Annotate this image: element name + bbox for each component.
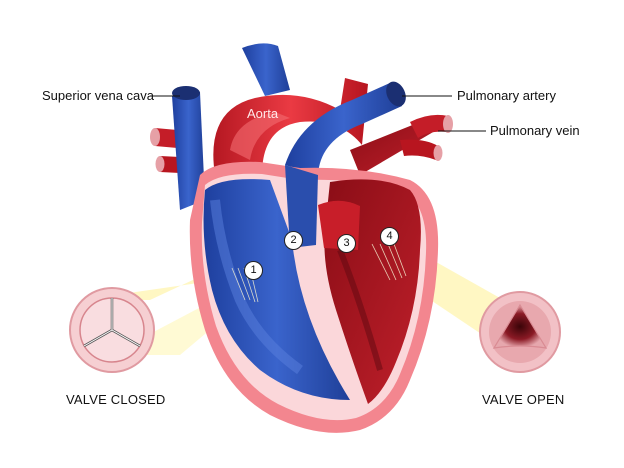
label-superior-vena-cava: Superior vena cava <box>42 88 155 103</box>
pulmonary-vein-vessel <box>350 114 453 175</box>
label-pulmonary-artery: Pulmonary artery <box>457 88 556 103</box>
right-heart-chambers <box>203 179 350 400</box>
label-aorta: Aorta <box>247 106 279 121</box>
valve-number-3: 3 <box>337 234 356 253</box>
pulmonary-artery-vessel <box>285 82 402 175</box>
valve-closed-circle <box>69 287 155 373</box>
valve-open-circle <box>479 291 561 373</box>
pulmonary-trunk-top <box>242 43 290 96</box>
valve-number-1: 1 <box>244 261 263 280</box>
superior-vena-cava-vessel <box>172 89 205 210</box>
caption-valve-closed: VALVE CLOSED <box>66 392 166 407</box>
caption-valve-open: VALVE OPEN <box>482 392 565 407</box>
label-pulmonary-vein: Pulmonary vein <box>490 123 580 138</box>
valve-number-2: 2 <box>284 231 303 250</box>
valve-number-4: 4 <box>380 227 399 246</box>
